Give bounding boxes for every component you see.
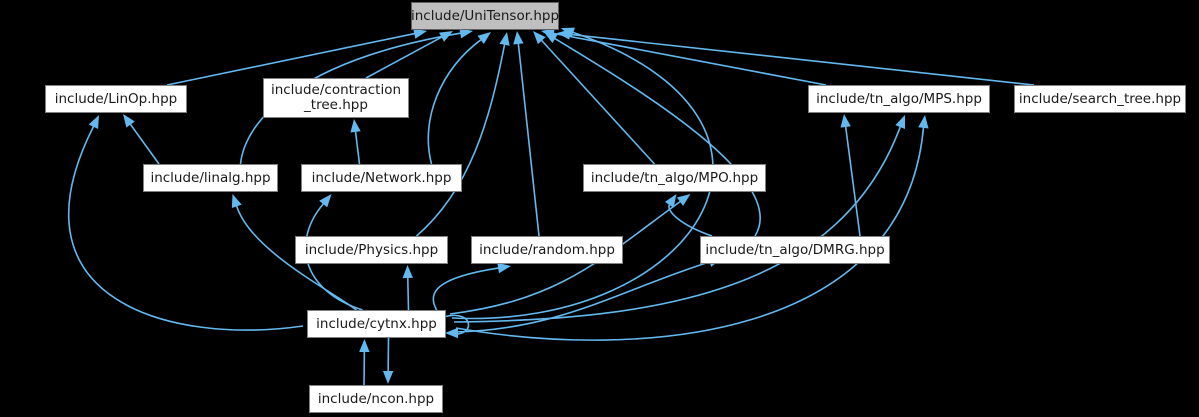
node-unitensor[interactable]: include/UniTensor.hpp [411, 2, 559, 30]
node-mpo[interactable]: include/tn_algo/MPO.hpp [583, 164, 766, 192]
node-label-mpo: include/tn_algo/MPO.hpp [591, 171, 758, 186]
edge-cytnx-to-physics-arrowhead [403, 265, 413, 278]
edge-dmrg-to-unitensor-line [554, 38, 760, 236]
edge-mps-to-unitensor-line [553, 33, 826, 85]
edge-cytnx-to-mpo-arrowhead [677, 194, 691, 206]
node-label-mps: include/tn_algo/MPS.hpp [816, 92, 982, 107]
node-dmrg[interactable]: include/tn_algo/DMRG.hpp [700, 236, 890, 264]
edge-cytnx-to-linalg-arrowhead [232, 194, 242, 208]
node-label-ncon: include/ncon.hpp [318, 392, 434, 407]
node-label-unitensor: include/UniTensor.hpp [411, 9, 559, 24]
node-physics[interactable]: include/Physics.hpp [295, 236, 448, 264]
edge-cytnx-to-network-arrowhead [319, 194, 331, 207]
edge-cytnx-to-random-line [433, 268, 499, 316]
node-label-linalg: include/linalg.hpp [150, 171, 270, 186]
node-linop[interactable]: include/LinOp.hpp [45, 85, 187, 113]
edge-cytnx2-to-mps-line [454, 126, 901, 322]
edge-dmrg-to-mps-arrowhead [841, 114, 851, 128]
edge-physics-to-unitensor-arrowhead [499, 32, 509, 46]
node-network[interactable]: include/Network.hpp [301, 164, 462, 192]
edge-cytnx-to-physics-line [408, 277, 409, 310]
node-label-dmrg: include/tn_algo/DMRG.hpp [705, 243, 884, 258]
edge-network-to-contraction-tree-line [355, 131, 359, 164]
edge-random-to-unitensor-line [518, 43, 539, 236]
edge-mpo-to-unitensor-line [541, 40, 654, 164]
node-ncon[interactable]: include/ncon.hpp [309, 385, 443, 413]
edge-cytnx-to-linop-arrowhead [89, 115, 99, 129]
edge-dmrg-to-mps-line [846, 126, 860, 236]
node-cytnx[interactable]: include/cytnx.hpp [307, 310, 446, 338]
edge-cytnx2-to-mps-arrowhead [895, 115, 905, 129]
edge-linalg-to-linop-arrowhead [123, 114, 135, 128]
edge-cytnx-to-random-arrowhead [497, 263, 511, 273]
edge-cytnx-to-ncon-arrowhead [383, 371, 393, 384]
edge-cytnx-to-linop-line [69, 126, 303, 330]
node-linalg[interactable]: include/linalg.hpp [143, 164, 278, 192]
edge-network-to-unitensor-arrowhead [478, 32, 491, 44]
edge-random-to-unitensor-arrowhead [513, 31, 523, 44]
node-label-random: include/random.hpp [479, 243, 615, 258]
edge-contraction-tree-to-unitensor-line [366, 37, 442, 78]
edge-cytnx-to-mps-arrowhead [918, 115, 928, 129]
edge-cytnx-to-mps-line [456, 127, 924, 340]
node-label-network: include/Network.hpp [312, 171, 452, 186]
edge-search-tree-to-unitensor-line [569, 34, 1034, 85]
node-mps[interactable]: include/tn_algo/MPS.hpp [808, 85, 990, 113]
edge-physics-to-unitensor-line [417, 44, 505, 236]
node-label-cytnx: include/cytnx.hpp [316, 317, 437, 332]
edge-linalg-to-linop-line [130, 124, 159, 164]
edge-cytnx-self-loop-arrowhead [445, 328, 458, 338]
edge-ncon-to-cytnx-arrowhead [359, 339, 369, 352]
edge-network-to-unitensor-line [428, 39, 481, 164]
node-label-search_tree: include/search_tree.hpp [1019, 92, 1181, 107]
node-label-physics: include/Physics.hpp [305, 243, 438, 258]
node-label-linop: include/LinOp.hpp [55, 92, 177, 107]
node-contraction_tree[interactable]: include/contraction _tree.hpp [263, 78, 409, 118]
node-label-contraction_tree: include/contraction _tree.hpp [271, 83, 401, 113]
edge-linop-to-unitensor-arrowhead [413, 29, 427, 39]
edge-network-to-contraction-tree-arrowhead [350, 119, 360, 133]
node-random[interactable]: include/random.hpp [471, 236, 623, 264]
node-search_tree[interactable]: include/search_tree.hpp [1014, 85, 1186, 113]
